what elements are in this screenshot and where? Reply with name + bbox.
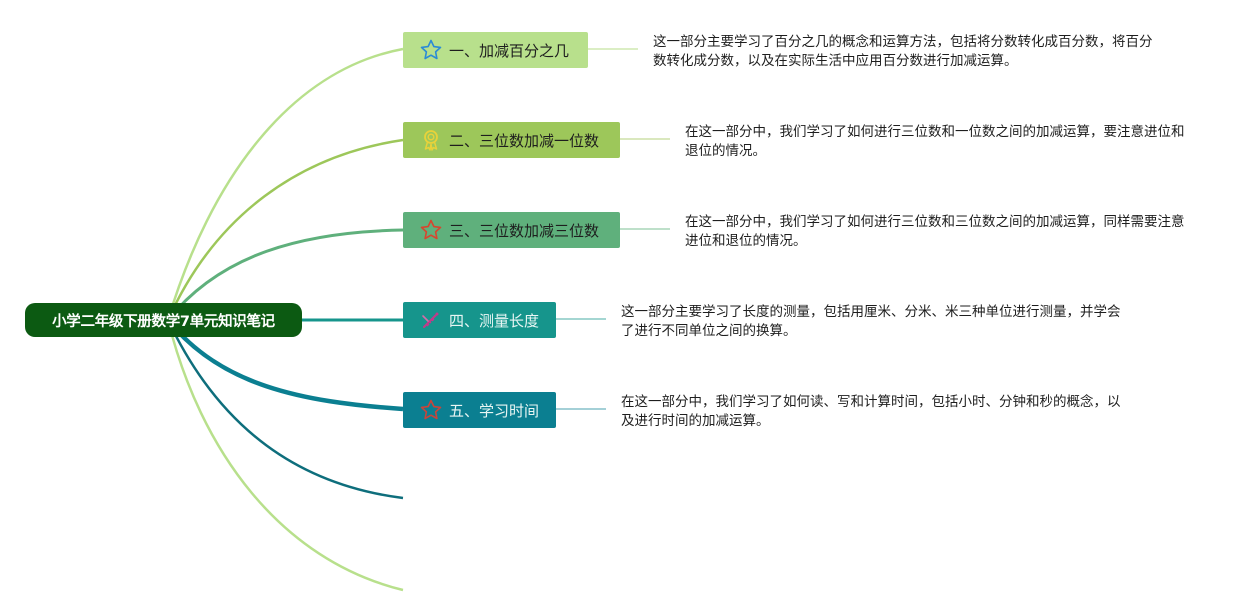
branch-line-1 (166, 47, 404, 321)
award-ribbon-icon (419, 128, 443, 152)
branch-line-7 (166, 319, 404, 592)
topic-4[interactable]: 四、测量长度 (403, 302, 556, 338)
branch-line-2 (166, 138, 404, 321)
branch-line-5 (166, 318, 404, 412)
topic-2-note: 在这一部分中，我们学习了如何进行三位数和一位数之间的加减运算，要注意进位和退位的… (685, 124, 1185, 159)
topic-2-label: 二、三位数加减一位数 (449, 131, 600, 150)
topic-5-label: 五、学习时间 (449, 401, 540, 420)
topic-1-label: 一、加减百分之几 (449, 41, 570, 60)
branch-line-3 (166, 228, 404, 321)
topic-4-label: 四、测量长度 (449, 311, 540, 330)
topic-1[interactable]: 一、加减百分之几 (403, 32, 588, 68)
topic-4-note: 这一部分主要学习了长度的测量，包括用厘米、分米、米三种单位进行测量，并学会了进行… (621, 304, 1121, 339)
ruler-tools-icon (419, 308, 443, 332)
topic-5-note: 在这一部分中，我们学习了如何读、写和计算时间，包括小时、分钟和秒的概念，以及进行… (621, 394, 1121, 429)
topic-5[interactable]: 五、学习时间 (403, 392, 556, 428)
topic-1-note: 这一部分主要学习了百分之几的概念和运算方法，包括将分数转化成百分数，将百分数转化… (653, 34, 1153, 69)
root-topic[interactable]: 小学二年级下册数学7单元知识笔记 (25, 303, 302, 337)
topic-3-label: 三、三位数加减三位数 (449, 221, 600, 240)
topic-3[interactable]: 三、三位数加减三位数 (403, 212, 620, 248)
star-outline-icon (419, 218, 443, 242)
star-outline-icon (419, 38, 443, 62)
topic-2[interactable]: 二、三位数加减一位数 (403, 122, 620, 158)
branch-line-6 (166, 319, 404, 500)
topic-3-note: 在这一部分中，我们学习了如何进行三位数和三位数之间的加减运算，同样需要注意进位和… (685, 214, 1185, 249)
star-outline-icon (419, 398, 443, 422)
